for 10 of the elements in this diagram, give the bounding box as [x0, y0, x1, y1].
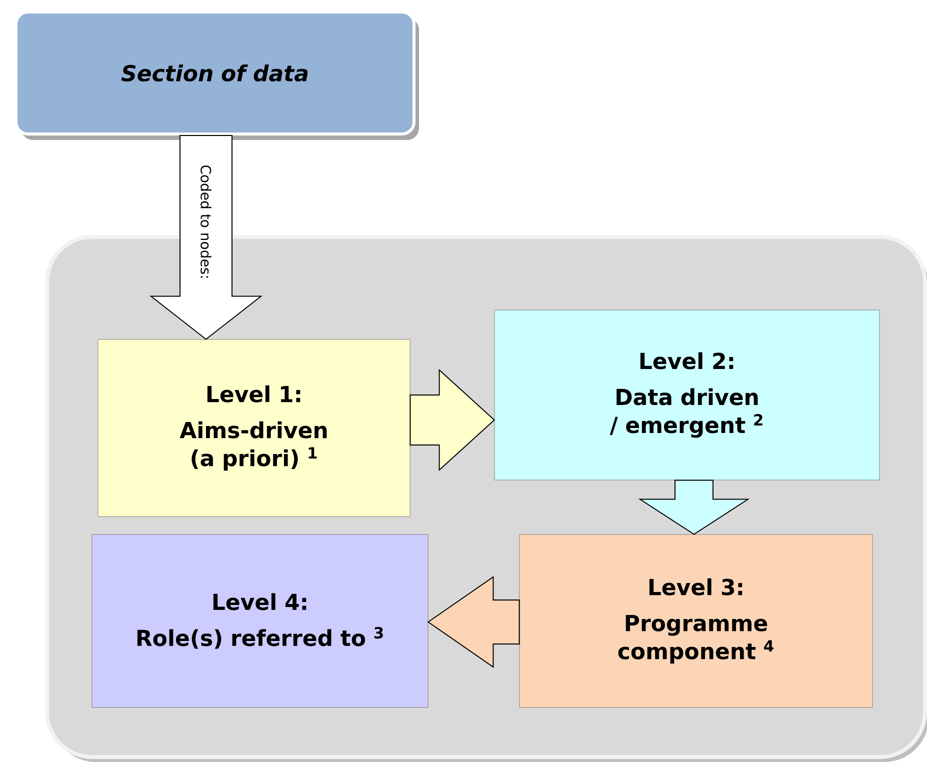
level-box: Level 1: Aims-driven (a priori) $^{1}$ [98, 339, 410, 517]
level-box: Level 2: Data driven / emergent $^{2}$ [494, 310, 880, 480]
block-arrow [410, 368, 496, 472]
level-box: Level 3: Programme component $^{4}$ [519, 534, 873, 708]
source-box: Section of data [14, 10, 419, 140]
block-arrow [638, 480, 750, 535]
block-arrow [150, 135, 262, 340]
edge-label: Coded to nodes: [200, 165, 212, 278]
block-arrow [427, 576, 520, 668]
level-box: Level 4: Role(s) referred to $^{3}$ [92, 534, 428, 708]
